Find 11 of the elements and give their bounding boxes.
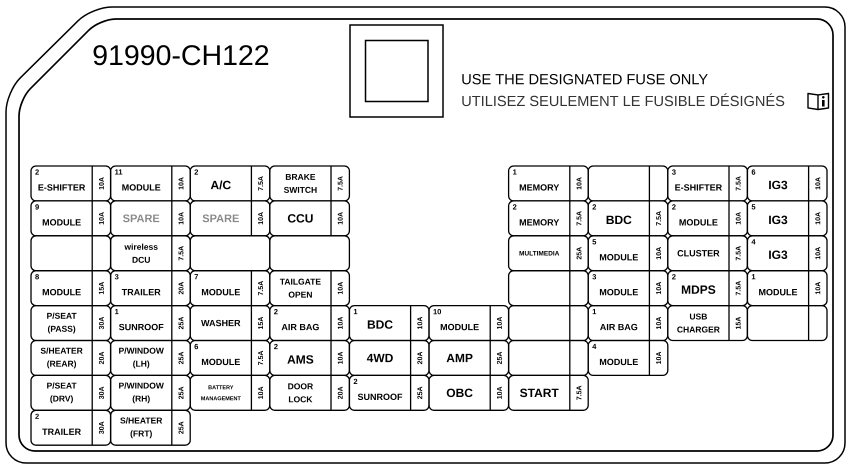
- part-number: 91990-CH122: [94, 45, 268, 66]
- empty-fuse-slot: [269, 235, 350, 272]
- empty-fuse-slot: [746, 304, 828, 342]
- empty-fuse-slot: [30, 235, 112, 272]
- empty-fuse-slot: [190, 235, 270, 272]
- empty-fuse-slot: [588, 165, 668, 202]
- empty-fuse-slot: [508, 304, 589, 342]
- instruction-text: USE THE DESIGNATED FUSE ONLY: [462, 74, 708, 84]
- instruction-text: UTILISEZ SEULEMENT LE FUSIBLE DÉSIGNÉS: [462, 93, 784, 106]
- empty-fuse-slot: [508, 270, 589, 306]
- empty-fuse-slot: [508, 340, 589, 376]
